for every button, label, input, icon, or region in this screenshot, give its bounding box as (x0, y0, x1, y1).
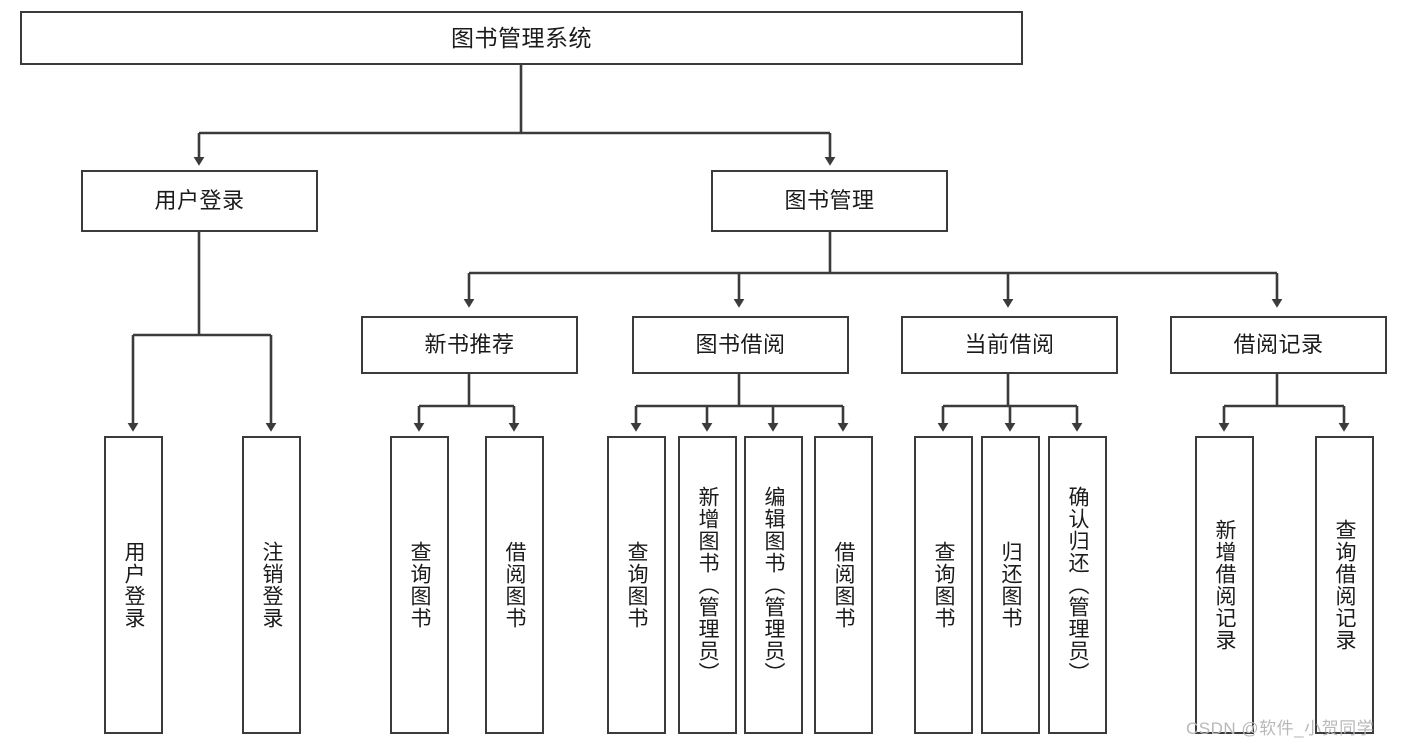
node-leaf-edit-book[interactable]: 编辑图书（管理员） (744, 436, 803, 734)
node-root-label: 图书管理系统 (451, 24, 592, 51)
node-leaf-add-record[interactable]: 新增借阅记录 (1195, 436, 1254, 734)
node-user-login-label: 用户登录 (154, 188, 245, 214)
node-book-borrow[interactable]: 图书借阅 (632, 316, 849, 374)
node-current-borrow[interactable]: 当前借阅 (901, 316, 1118, 374)
node-leaf-confirm-return-label: 确认归还（管理员） (1066, 486, 1090, 684)
node-new-book-recommend-label: 新书推荐 (424, 332, 515, 358)
node-root[interactable]: 图书管理系统 (20, 11, 1023, 65)
node-leaf-logout-login-label: 注销登录 (260, 541, 284, 629)
node-leaf-add-book-label: 新增图书（管理员） (696, 486, 720, 684)
node-leaf-return-book[interactable]: 归还图书 (981, 436, 1040, 734)
node-leaf-return-book-label: 归还图书 (999, 541, 1023, 629)
node-leaf-user-login-label: 用户登录 (122, 541, 146, 629)
node-current-borrow-label: 当前借阅 (964, 332, 1055, 358)
node-leaf-query-book-1[interactable]: 查询图书 (390, 436, 449, 734)
node-leaf-add-record-label: 新增借阅记录 (1213, 519, 1237, 651)
node-leaf-borrow-book-1[interactable]: 借阅图书 (485, 436, 544, 734)
node-leaf-query-book-3-label: 查询图书 (932, 541, 956, 629)
node-leaf-query-book-2-label: 查询图书 (625, 541, 649, 629)
node-book-borrow-label: 图书借阅 (695, 332, 786, 358)
node-user-login[interactable]: 用户登录 (81, 170, 318, 232)
csdn-watermark: CSDN @软件_小贺同学 (1186, 719, 1375, 738)
node-leaf-query-book-1-label: 查询图书 (408, 541, 432, 629)
node-leaf-borrow-book-2[interactable]: 借阅图书 (814, 436, 873, 734)
node-leaf-borrow-book-2-label: 借阅图书 (832, 541, 856, 629)
node-borrow-record-label: 借阅记录 (1233, 332, 1324, 358)
node-leaf-confirm-return[interactable]: 确认归还（管理员） (1048, 436, 1107, 734)
node-leaf-borrow-book-1-label: 借阅图书 (503, 541, 527, 629)
node-borrow-record[interactable]: 借阅记录 (1170, 316, 1387, 374)
node-leaf-edit-book-label: 编辑图书（管理员） (762, 486, 786, 684)
node-leaf-user-login[interactable]: 用户登录 (104, 436, 163, 734)
node-leaf-logout-login[interactable]: 注销登录 (242, 436, 301, 734)
node-book-management-label: 图书管理 (784, 188, 875, 214)
node-leaf-query-book-2[interactable]: 查询图书 (607, 436, 666, 734)
node-leaf-query-record-label: 查询借阅记录 (1333, 519, 1357, 651)
node-book-management[interactable]: 图书管理 (711, 170, 948, 232)
node-new-book-recommend[interactable]: 新书推荐 (361, 316, 578, 374)
node-leaf-add-book[interactable]: 新增图书（管理员） (678, 436, 737, 734)
node-leaf-query-record[interactable]: 查询借阅记录 (1315, 436, 1374, 734)
node-leaf-query-book-3[interactable]: 查询图书 (914, 436, 973, 734)
